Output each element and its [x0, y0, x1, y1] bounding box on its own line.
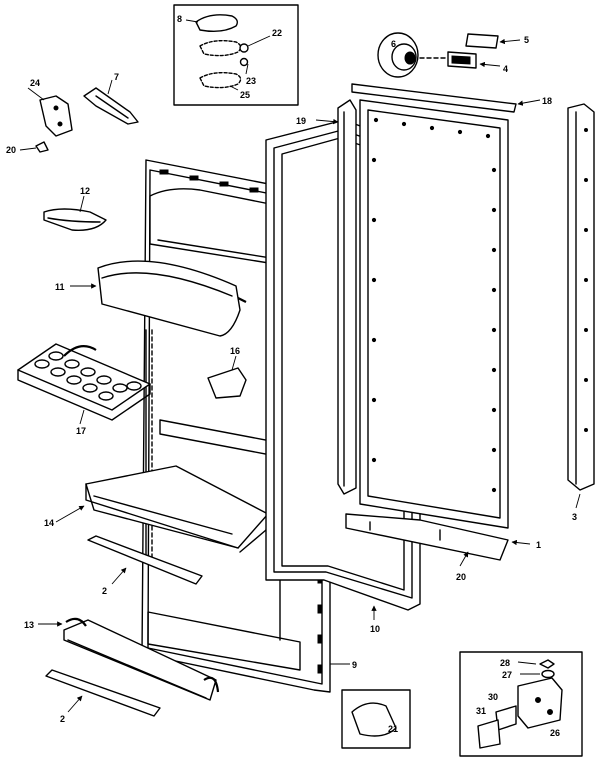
label-17: 17	[76, 426, 86, 436]
part-3-side-trim: 3	[567, 103, 595, 522]
part-20-screw	[35, 141, 49, 153]
label-9: 9	[352, 660, 357, 670]
label-4: 4	[503, 64, 508, 74]
label-8: 8	[177, 14, 182, 24]
label-30: 30	[488, 692, 498, 702]
label-10: 10	[370, 624, 380, 634]
label-20-top: 20	[6, 145, 16, 155]
inset-box-top: 8 22 23 25	[173, 4, 299, 106]
part-20-bottom-trim	[345, 513, 509, 561]
label-22: 22	[272, 28, 282, 38]
label-27: 27	[502, 670, 512, 680]
part-31-bracket	[477, 719, 501, 749]
label-6: 6	[391, 39, 396, 49]
label-12: 12	[80, 186, 90, 196]
label-23: 23	[246, 76, 256, 86]
part-2-trim-strip-upper: 2	[87, 535, 203, 596]
part-12-shelf: 12	[43, 186, 107, 231]
label-13: 13	[24, 620, 34, 630]
part-24-bracket	[39, 95, 73, 137]
part-21-bracket	[351, 702, 397, 737]
part-17-egg-tray: 17	[17, 343, 151, 436]
label-2-lower: 2	[60, 714, 65, 724]
label-5: 5	[524, 35, 529, 45]
label-2-upper: 2	[102, 586, 107, 596]
label-25: 25	[240, 90, 250, 100]
inset-box-21: 21	[341, 689, 411, 749]
part-16-clip: 16	[207, 346, 247, 399]
part-5-plate	[465, 33, 499, 49]
part-18-top-trim	[351, 83, 517, 113]
label-28: 28	[500, 658, 510, 668]
outer-door-panel: 18	[351, 83, 552, 529]
label-7: 7	[114, 72, 119, 82]
label-31: 31	[476, 706, 486, 716]
part-2-trim-strip-lower: 2	[45, 669, 161, 724]
bottom-trim-group: 1 20	[345, 513, 541, 582]
label-11: 11	[55, 282, 65, 292]
part-28-screw	[539, 659, 555, 669]
part-27-washer	[541, 669, 555, 679]
label-14: 14	[44, 518, 54, 528]
part-8-shelf-clip	[195, 14, 239, 33]
label-18: 18	[542, 96, 552, 106]
part-11-dairy-cover: 11	[55, 260, 247, 337]
part-13-bottom-bin: 13	[24, 617, 220, 701]
label-20-bottom: 20	[456, 572, 466, 582]
label-26: 26	[550, 728, 560, 738]
part-19-breaker-strip: 19	[296, 99, 357, 495]
label-19: 19	[296, 116, 306, 126]
label-16: 16	[230, 346, 240, 356]
label-1: 1	[536, 540, 541, 550]
label-21: 21	[388, 724, 398, 734]
hinge-group: 24 7 20	[6, 72, 139, 155]
part-14-door-bin: 14	[44, 465, 269, 553]
label-3: 3	[572, 512, 577, 522]
inset-box-bottom-right: 28 27 30 31 26	[459, 651, 583, 757]
label-24: 24	[30, 78, 40, 88]
part-26-hinge-block	[517, 677, 563, 729]
control-knob-group: 6 5 4	[377, 32, 529, 78]
